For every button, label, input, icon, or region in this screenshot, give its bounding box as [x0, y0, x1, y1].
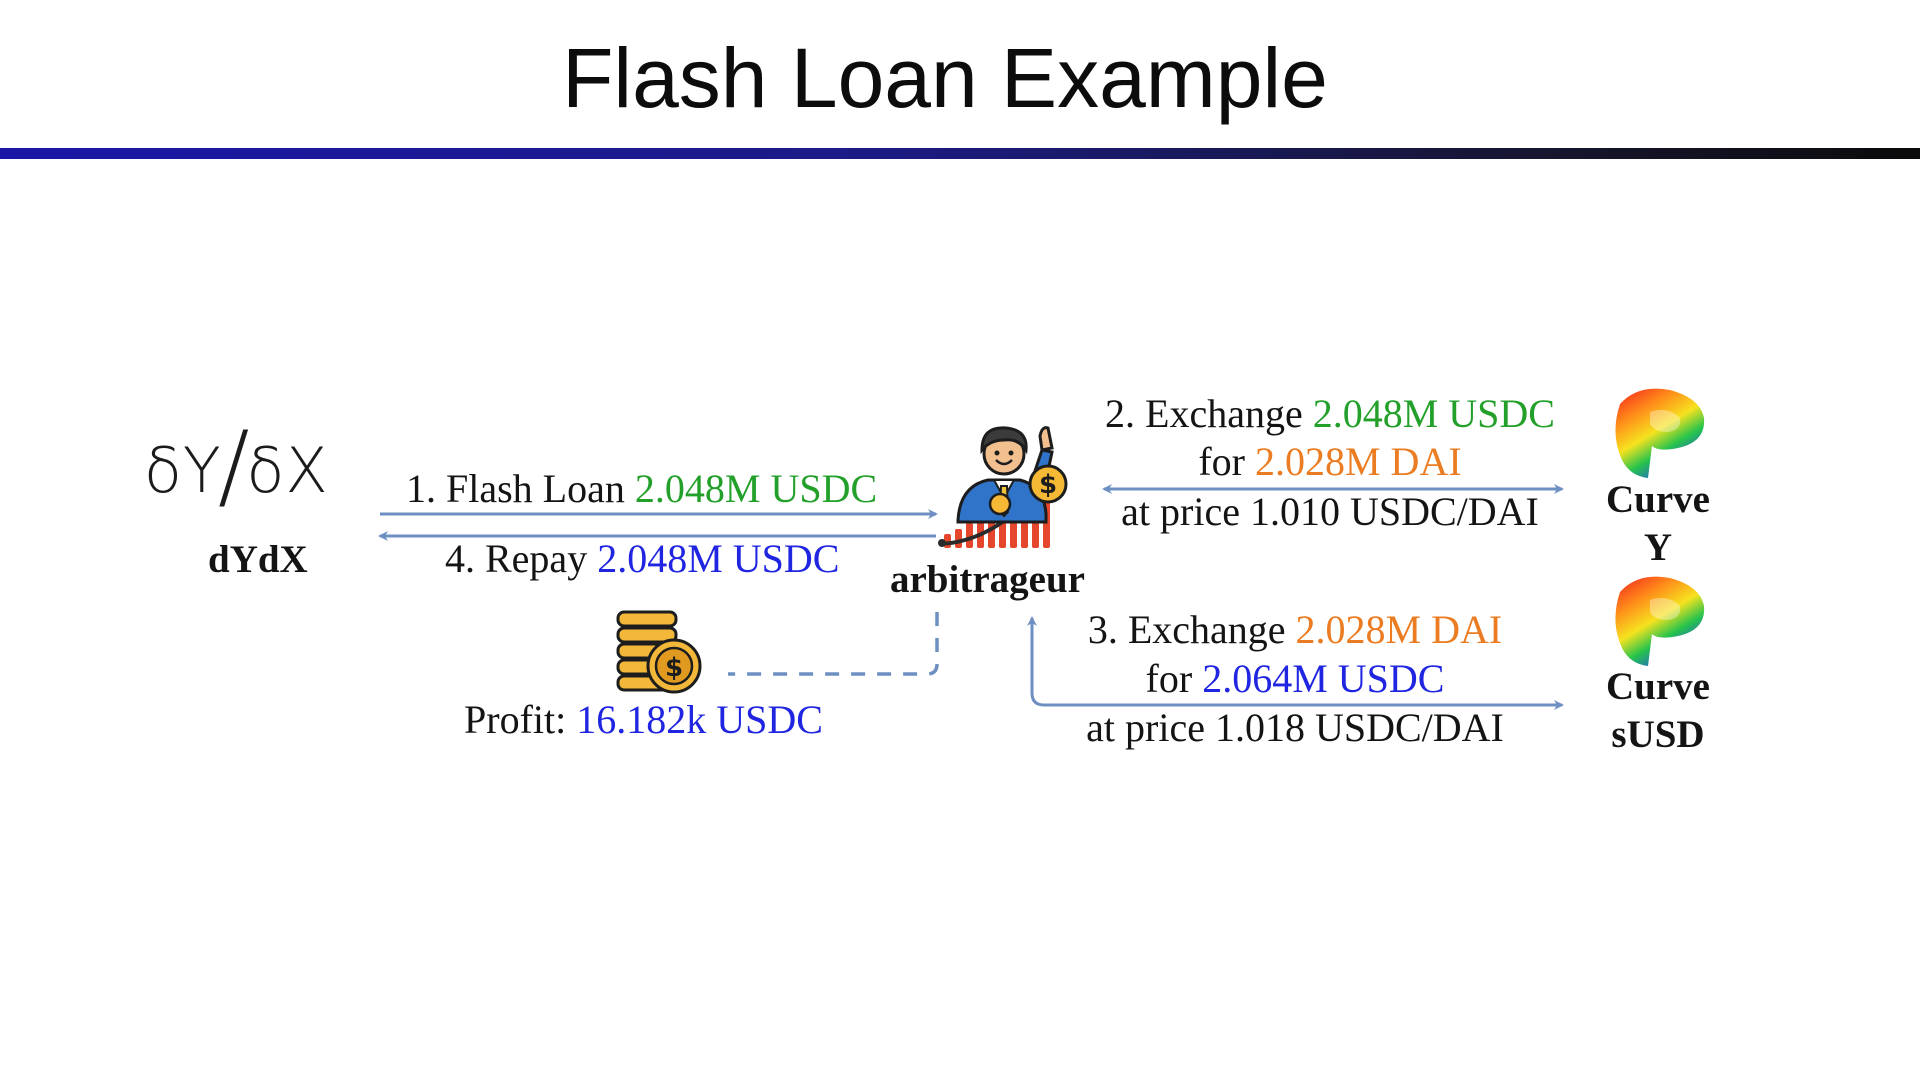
exchange-susd-price: at price 1.018 USDC/DAI — [1086, 705, 1504, 750]
dydx-logo: δY/δX — [144, 412, 329, 521]
dydx-label: dYdX — [208, 538, 308, 581]
exchange-y-prefix: 2. Exchange — [1105, 391, 1313, 436]
repay-label: 4. Repay 2.048M USDC — [445, 536, 839, 582]
title-rule — [0, 148, 1920, 159]
curve-y-name: Curve — [1606, 478, 1710, 521]
exchange-susd-amount-usdc: 2.064M USDC — [1202, 656, 1445, 701]
repay-prefix: 4. Repay — [445, 536, 598, 581]
coins-icon: $ — [612, 610, 708, 696]
profit-prefix: Profit: — [464, 697, 577, 742]
exchange-susd-for: for — [1145, 656, 1203, 701]
dydx-logo-left: δY — [144, 434, 222, 507]
profit-amount: 16.182k USDC — [576, 697, 823, 742]
exchange-susd-line1: 3. Exchange 2.028M DAI — [1055, 607, 1535, 653]
curve-y-pool: Y — [1643, 526, 1673, 569]
exchange-susd-arrow — [1027, 616, 1564, 710]
curve-susd-name: Curve — [1606, 665, 1710, 708]
flash-loan-amount: 2.048M USDC — [634, 466, 878, 511]
arbitrageur-label: arbitrageur — [890, 558, 1085, 601]
dydx-logo-right: δX — [246, 434, 329, 507]
profit-label: Profit: 16.182k USDC — [464, 697, 823, 743]
exchange-y-line1: 2. Exchange 2.048M USDC — [1090, 391, 1570, 437]
trader-icon: $ — [938, 416, 1078, 556]
curve-susd-pool: sUSD — [1611, 713, 1705, 756]
slide-title: Flash Loan Example — [562, 31, 1328, 125]
repay-amount: 2.048M USDC — [597, 536, 840, 581]
curve-susd-logo-icon — [1608, 572, 1708, 670]
svg-text:$: $ — [665, 653, 683, 683]
profit-dashed-connector — [728, 612, 939, 676]
exchange-susd-amount-dai: 2.028M DAI — [1295, 607, 1503, 652]
exchange-y-price: at price 1.010 USDC/DAI — [1121, 489, 1539, 534]
curve-y-logo-icon — [1608, 384, 1708, 482]
exchange-y-amount-dai: 2.028M DAI — [1254, 439, 1462, 484]
exchange-y-line2: for 2.028M DAI — [1090, 439, 1570, 485]
exchange-susd-prefix: 3. Exchange — [1087, 607, 1296, 652]
exchange-y-for: for — [1198, 439, 1255, 484]
dydx-logo-slash: / — [217, 412, 251, 521]
exchange-y-amount-usdc: 2.048M USDC — [1312, 391, 1555, 436]
flash-loan-label: 1. Flash Loan 2.048M USDC — [406, 466, 877, 512]
svg-text:$: $ — [1039, 470, 1057, 500]
flash-loan-prefix: 1. Flash Loan — [406, 466, 635, 511]
exchange-susd-line2: for 2.064M USDC — [1055, 656, 1535, 702]
